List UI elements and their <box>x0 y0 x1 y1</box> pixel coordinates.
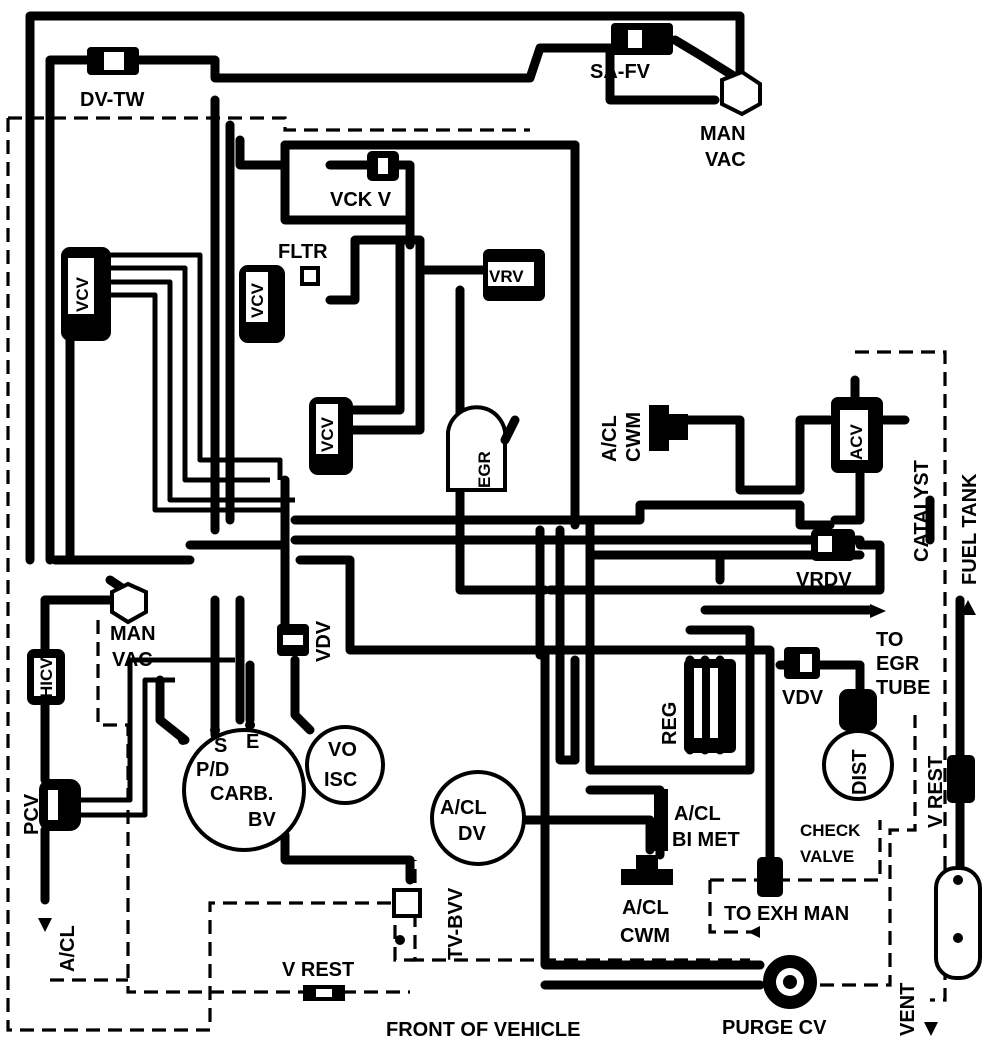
reg-label: REG <box>659 702 681 745</box>
man-vac-top-label-2: VAC <box>705 149 746 171</box>
hicv-label: HICV <box>37 657 56 698</box>
dv-tw-valve: DV-TW <box>80 47 145 111</box>
acl-dv-label-2: DV <box>458 823 486 845</box>
vck-v-valve: VCK V <box>330 151 399 211</box>
man-vac-top-label-1: MAN <box>700 123 746 145</box>
to-exh-man: TO EXH MAN <box>724 903 849 938</box>
man-vac-left-port: MAN VAC <box>110 581 156 671</box>
tv-bvv-label: TV-BVV <box>445 887 467 960</box>
vrdv-label: VRDV <box>796 569 852 591</box>
reg-regulator: REG <box>659 659 736 753</box>
vdv-valve-center: VDV <box>277 620 335 662</box>
vrv-label: VRV <box>489 267 524 286</box>
man-vac-left-label-2: VAC <box>112 649 153 671</box>
egr-label: EGR <box>475 451 494 488</box>
isc-label: ISC <box>324 769 357 791</box>
vcv-valve-center: VCV <box>239 265 285 343</box>
v-rest-right: V REST <box>925 755 975 828</box>
acl-dv-label-1: A/CL <box>440 797 487 819</box>
man-vac-top-port: MAN VAC <box>700 69 762 171</box>
carb-pd-label: P/D <box>196 759 229 781</box>
acl-cwm-bottom-label-1: A/CL <box>622 897 669 919</box>
dv-tw-label: DV-TW <box>80 89 145 111</box>
acl-cwm-top-label-1: A/CL <box>599 415 621 462</box>
acl-cwm-top: A/CL CWM <box>599 405 688 462</box>
acv-valve: ACV <box>831 375 883 473</box>
vdv-right-label: VDV <box>782 687 824 709</box>
vo-isc: VO ISC <box>305 725 385 805</box>
vcv-lower-label: VCV <box>318 416 337 452</box>
carb-e-label: E <box>246 731 259 753</box>
hicv-valve: HICV <box>27 649 65 705</box>
acv-label: ACV <box>847 423 866 460</box>
vrdv-valve: VRDV <box>796 529 855 591</box>
fuel-tank-arrow: FUEL TANK <box>959 473 981 615</box>
catalyst-arrow: CATALYST <box>911 460 935 562</box>
acl-bi-met: A/CL BI MET <box>654 789 740 851</box>
vcv-valve-left: VCV <box>61 247 111 341</box>
vck-v-label: VCK V <box>330 189 392 211</box>
to-egr-label-3: TUBE <box>876 677 930 699</box>
carb-carburetor: S E P/D CARB. BV <box>178 720 306 852</box>
vrv-valve: VRV <box>483 249 545 301</box>
acl-cwm-bottom: A/CL CWM <box>620 855 673 947</box>
v-rest-bottom: V REST <box>282 959 354 1001</box>
fuel-tank-label: FUEL TANK <box>959 473 981 585</box>
dist-label: DIST <box>849 749 871 795</box>
acl-bimet-label-2: BI MET <box>672 829 740 851</box>
vent-arrow: VENT <box>897 983 938 1036</box>
acl-left-label: A/CL <box>57 925 79 972</box>
fltr-label: FLTR <box>278 241 328 263</box>
purge-cv-valve: PURGE CV <box>722 955 827 1039</box>
vo-label: VO <box>328 739 357 761</box>
acl-cwm-bottom-label-2: CWM <box>620 925 670 947</box>
check-valve-label-2: VALVE <box>800 847 854 866</box>
pcv-valve: PCV <box>21 779 81 835</box>
carb-label: CARB. <box>210 783 273 805</box>
carb-bv-label: BV <box>248 809 276 831</box>
v-rest-right-label: V REST <box>925 756 947 828</box>
sa-fv-valve: SA-FV <box>590 23 673 83</box>
to-egr-label-2: EGR <box>876 653 920 675</box>
pcv-label: PCV <box>21 793 43 835</box>
acl-cwm-top-label-2: CWM <box>623 412 645 462</box>
v-rest-bottom-label: V REST <box>282 959 354 981</box>
dist-distributor: DIST <box>822 689 894 801</box>
acl-left-arrow: A/CL <box>38 918 79 972</box>
fuel-tank-canister <box>934 866 982 980</box>
vdv-valve-right: VDV <box>782 647 824 709</box>
egr-valve: EGR <box>446 405 520 492</box>
to-exh-man-label: TO EXH MAN <box>724 903 849 925</box>
to-egr-tube: TO EGR TUBE <box>870 604 930 699</box>
to-egr-label-1: TO <box>876 629 903 651</box>
check-valve-label-1: CHECK <box>800 821 861 840</box>
vcv-center-label: VCV <box>248 282 267 318</box>
tv-bvv-valve: TV-BVV <box>392 887 467 960</box>
acl-bimet-label-1: A/CL <box>674 803 721 825</box>
front-of-vehicle-label: FRONT OF VEHICLE <box>386 1019 580 1041</box>
purge-cv-label: PURGE CV <box>722 1017 827 1039</box>
carb-s-label: S <box>214 735 227 757</box>
acl-dv: A/CL DV <box>430 770 526 866</box>
sa-fv-label: SA-FV <box>590 61 651 83</box>
vdv-center-label: VDV <box>313 620 335 662</box>
vcv-left-label: VCV <box>73 276 92 312</box>
vcv-valve-lower: VCV <box>309 397 353 475</box>
vacuum-hoses <box>25 11 965 990</box>
fltr-filter: FLTR <box>278 241 328 286</box>
man-vac-left-label-1: MAN <box>110 623 156 645</box>
check-valve: CHECK VALVE <box>757 821 861 897</box>
vent-label: VENT <box>897 983 919 1036</box>
